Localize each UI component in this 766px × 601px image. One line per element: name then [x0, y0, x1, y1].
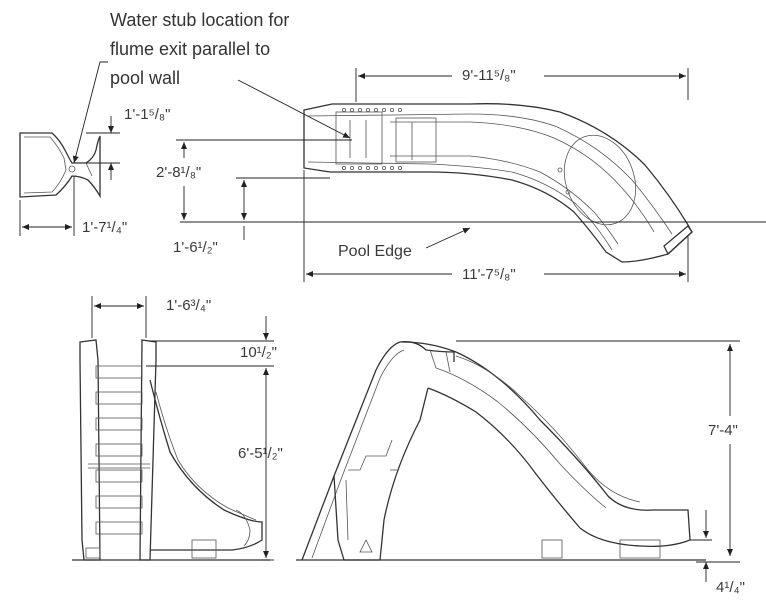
stub-end-view	[19, 132, 101, 199]
plan-offset-dimension: 1'-6¹/₂"	[173, 239, 218, 256]
plan-exit-height-dimension: 2'-8¹/₈"	[156, 164, 202, 181]
water-stub-note-line3: pool wall	[110, 68, 181, 88]
exit-height-dimension: 4¹/₄"	[716, 579, 745, 596]
front-elevation-dimensions	[91, 296, 274, 561]
stub-offset-dimension: 1'-1⁵/₈"	[124, 106, 171, 123]
front-elevation-view	[72, 339, 270, 561]
pool-edge-label: Pool Edge	[338, 243, 412, 260]
platform-height-dimension: 6'-5¹/₂"	[238, 445, 283, 462]
stub-width-dimension: 1'-7¹/₄"	[82, 219, 128, 236]
water-stub-note-line1: Water stub location for	[110, 10, 290, 30]
stub-dimension-lines	[19, 61, 120, 236]
rail-height-dimension: 10¹/₂"	[240, 344, 277, 361]
ladder-width-dimension: 1'-6³/₄"	[166, 297, 212, 314]
side-elevation-dimensions	[456, 340, 740, 582]
side-elevation-view	[296, 341, 706, 561]
water-stub-note-line2: flume exit parallel to	[110, 39, 271, 59]
overall-height-dimension: 7'-4"	[708, 422, 738, 439]
plan-dimension-lines	[176, 68, 766, 282]
plan-top-length-dimension: 9'-11⁵/₈"	[462, 67, 516, 84]
overall-length-dimension: 11'-7⁵/₈"	[462, 266, 516, 283]
plan-view-slide	[303, 103, 693, 263]
